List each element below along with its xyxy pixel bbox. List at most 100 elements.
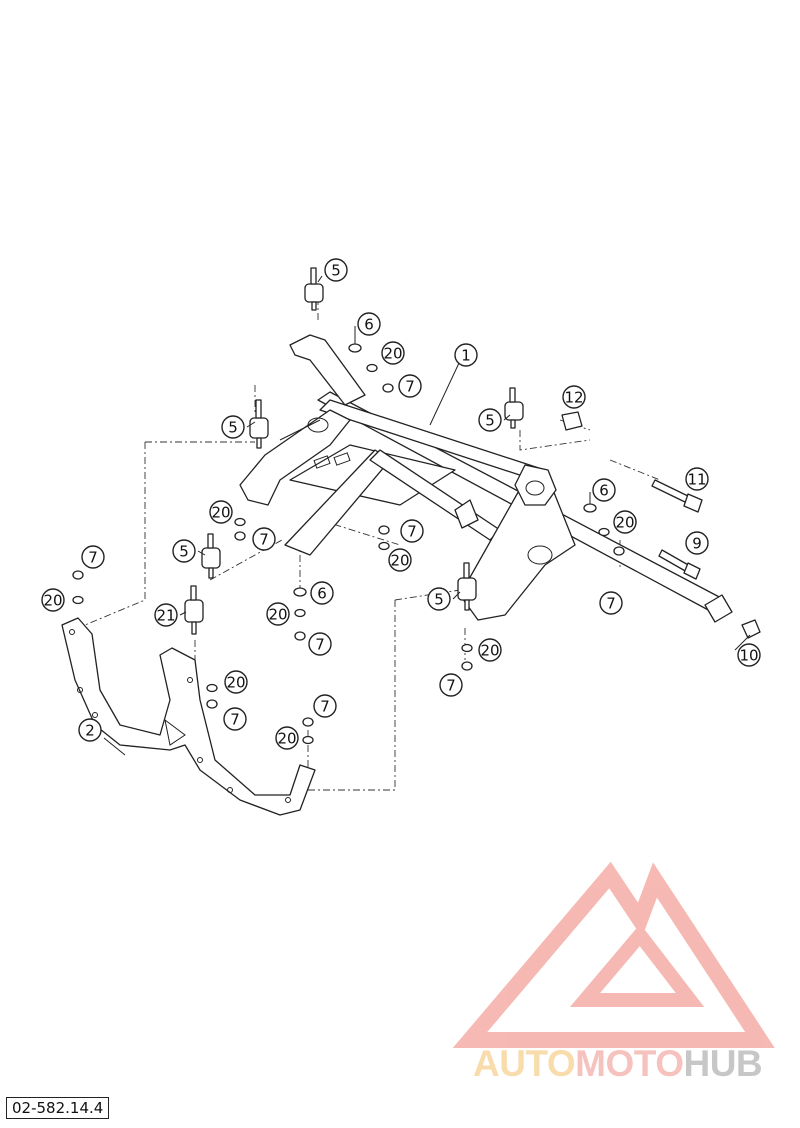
nut-icon	[461, 661, 473, 671]
callout-circle	[172, 539, 196, 563]
leader-lines	[103, 275, 751, 756]
callout-label: 20	[615, 514, 634, 532]
rubber-mount-icon	[249, 399, 269, 449]
lower-mount-bracket	[61, 617, 316, 816]
callout-6: 6	[357, 312, 381, 336]
callout-circle	[252, 527, 276, 551]
callout-circle	[454, 343, 478, 367]
callout-circle	[400, 519, 424, 543]
callout-circle	[310, 581, 334, 605]
callout-7: 7	[252, 527, 276, 551]
nut-icon	[234, 531, 246, 541]
washer-icon	[72, 595, 84, 605]
callout-circle	[427, 587, 451, 611]
callout-label: 20	[277, 730, 296, 748]
callout-20: 20	[275, 726, 299, 750]
callout-circle	[266, 602, 290, 626]
bolt-icon	[658, 549, 701, 580]
watermark-part-moto: MOTO	[575, 1043, 684, 1084]
callout-circle	[592, 478, 616, 502]
callout-1: 1	[454, 343, 478, 367]
callout-7: 7	[81, 545, 105, 569]
callout-circle	[398, 374, 422, 398]
callout-20: 20	[209, 500, 233, 524]
washer-icon	[598, 527, 610, 537]
rubber-mounts	[184, 267, 524, 635]
callout-7: 7	[398, 374, 422, 398]
nut-icon	[294, 631, 306, 641]
callout-label: 2	[85, 722, 95, 740]
rubber-mount-icon	[201, 533, 221, 579]
callout-circle	[154, 603, 178, 627]
callout-circle	[685, 531, 709, 555]
callout-6: 6	[592, 478, 616, 502]
washer-icon	[366, 363, 378, 373]
callout-label: 7	[446, 677, 456, 695]
callout-9: 9	[685, 531, 709, 555]
callout-circle	[357, 312, 381, 336]
washer-icon	[234, 517, 246, 527]
nut-icon	[206, 699, 218, 709]
callout-circle	[221, 415, 245, 439]
callout-label: 20	[226, 674, 245, 692]
callout-label: 1	[461, 347, 471, 365]
callout-label: 20	[480, 642, 499, 660]
callout-7: 7	[313, 694, 337, 718]
callout-label: 6	[599, 482, 609, 500]
callout-circle	[275, 726, 299, 750]
callout-label: 20	[383, 345, 402, 363]
callout-label: 11	[687, 471, 706, 489]
callout-label: 12	[564, 389, 583, 407]
nut-icon	[72, 570, 84, 580]
callout-2: 2	[78, 718, 102, 742]
subframe-main	[239, 334, 733, 623]
callout-label: 9	[692, 535, 702, 553]
callout-circle	[737, 643, 761, 667]
callout-label: 7	[606, 595, 616, 613]
washer-icon	[302, 735, 314, 745]
bolt-icon	[651, 479, 703, 513]
callout-label: 5	[331, 262, 341, 280]
callout-5: 5	[172, 539, 196, 563]
callout-21: 21	[154, 603, 178, 627]
callout-label: 20	[211, 504, 230, 522]
callout-6: 6	[310, 581, 334, 605]
callout-20: 20	[613, 510, 637, 534]
callout-label: 7	[88, 549, 98, 567]
callout-label: 5	[434, 591, 444, 609]
callout-circle	[685, 467, 709, 491]
callout-label: 7	[230, 711, 240, 729]
washer-icon	[293, 587, 307, 597]
nut-icon	[741, 619, 761, 639]
callout-7: 7	[599, 591, 623, 615]
bolts	[561, 411, 761, 639]
washer-icon	[583, 503, 597, 513]
callout-circle	[613, 510, 637, 534]
rubber-mount-icon	[457, 562, 477, 611]
callout-label: 6	[317, 585, 327, 603]
reference-code: 02-582.14.4	[6, 1097, 110, 1119]
callout-label: 7	[407, 523, 417, 541]
callout-circle	[562, 385, 586, 409]
callout-label: 10	[739, 647, 758, 665]
callout-circle	[324, 258, 348, 282]
callout-circle	[478, 638, 502, 662]
callout-12: 12	[562, 385, 586, 409]
callout-circle	[478, 408, 502, 432]
rubber-mount-icon	[304, 267, 324, 311]
watermark-part-hub: HUB	[683, 1043, 763, 1084]
callout-circle	[313, 694, 337, 718]
callout-label: 5	[228, 419, 238, 437]
callout-label: 20	[43, 592, 62, 610]
callout-circle	[41, 588, 65, 612]
callout-5: 5	[221, 415, 245, 439]
callout-20: 20	[41, 588, 65, 612]
callout-circle	[308, 632, 332, 656]
washer-icon	[294, 608, 306, 618]
callout-label: 7	[320, 698, 330, 716]
callout-label: 7	[259, 531, 269, 549]
callout-circle	[599, 591, 623, 615]
callout-circle	[439, 673, 463, 697]
